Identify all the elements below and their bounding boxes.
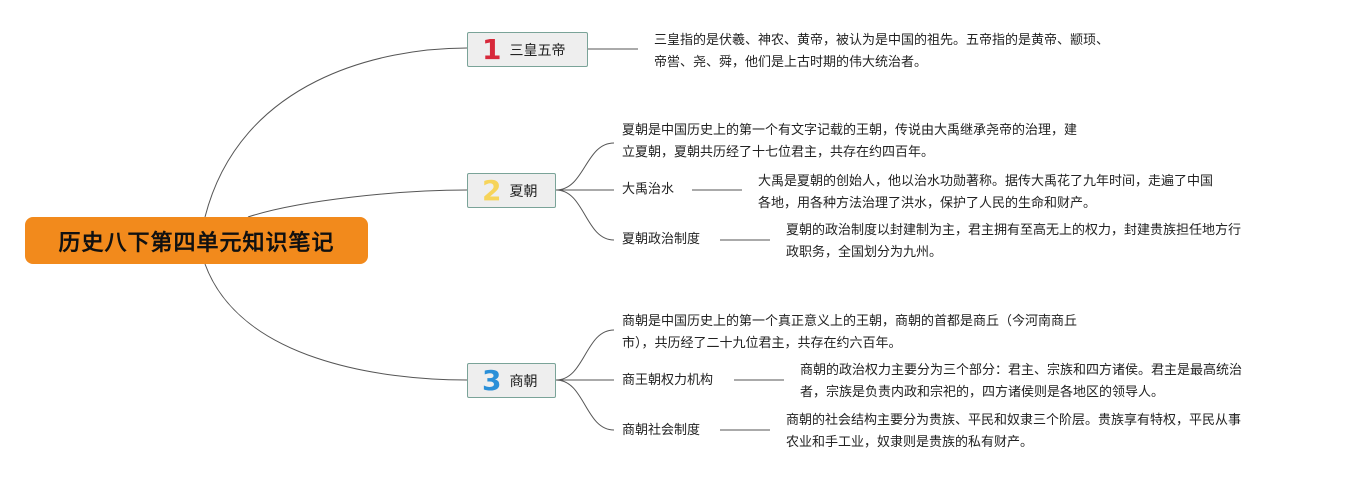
- branch-number-3: 3: [482, 363, 502, 397]
- note-dayu-zhishui: 大禹是夏朝的创始人，他以治水功勋著称。据传大禹花了九年时间，走遍了中国 各地，用…: [758, 174, 1214, 211]
- subtopic-dayu-zhishui[interactable]: 大禹治水: [622, 182, 675, 197]
- link-branch-3-sub-2: [555, 379, 615, 431]
- note-xia-dynasty: 夏朝是中国历史上的第一个有文字记载的王朝，传说由大禹继承尧帝的治理，建 立夏朝，…: [622, 123, 1078, 160]
- subtopic-shang-society[interactable]: 商朝社会制度: [622, 423, 701, 438]
- note-xia-politics: 夏朝的政治制度以封建制为主，君主拥有至高无上的权力，封建贵族担任地方行 政职务，…: [786, 223, 1242, 260]
- link-branch-3-note: [555, 329, 615, 381]
- link-branch-2-sub-2: [555, 189, 615, 241]
- branch-shang-dynasty[interactable]: 3 商朝: [467, 363, 556, 398]
- link-root-branch-3: [204, 263, 468, 381]
- branch-number-2: 2: [482, 173, 502, 207]
- branch-xia-dynasty[interactable]: 2 夏朝: [467, 173, 556, 208]
- branch-sanhuang-wudi[interactable]: 1 三皇五帝: [467, 32, 588, 67]
- branch-label: 商朝: [509, 373, 538, 390]
- note-shang-power: 商朝的政治权力主要分为三个部分：君主、宗族和四方诸侯。君主是最高统治 者，宗族是…: [800, 363, 1243, 400]
- subtopic-xia-politics[interactable]: 夏朝政治制度: [622, 232, 701, 247]
- branch-label: 三皇五帝: [509, 42, 566, 59]
- root-topic[interactable]: 历史八下第四单元知识笔记: [25, 217, 368, 264]
- branch-label: 夏朝: [509, 183, 538, 200]
- note-shang-dynasty: 商朝是中国历史上的第一个真正意义上的王朝，商朝的首都是商丘（今河南商丘 市），共…: [622, 314, 1078, 351]
- note-sanhuang-wudi: 三皇指的是伏羲、神农、黄帝，被认为是中国的祖先。五帝指的是黄帝、颛顼、 帝喾、尧…: [654, 33, 1110, 70]
- link-root-branch-1: [204, 47, 468, 218]
- note-shang-society: 商朝的社会结构主要分为贵族、平民和奴隶三个阶层。贵族享有特权，平民从事 农业和手…: [786, 413, 1242, 450]
- link-branch-2-note: [555, 142, 615, 191]
- subtopic-shang-power[interactable]: 商王朝权力机构: [622, 373, 714, 388]
- link-root-branch-2: [247, 189, 468, 218]
- branch-number-1: 1: [482, 32, 502, 66]
